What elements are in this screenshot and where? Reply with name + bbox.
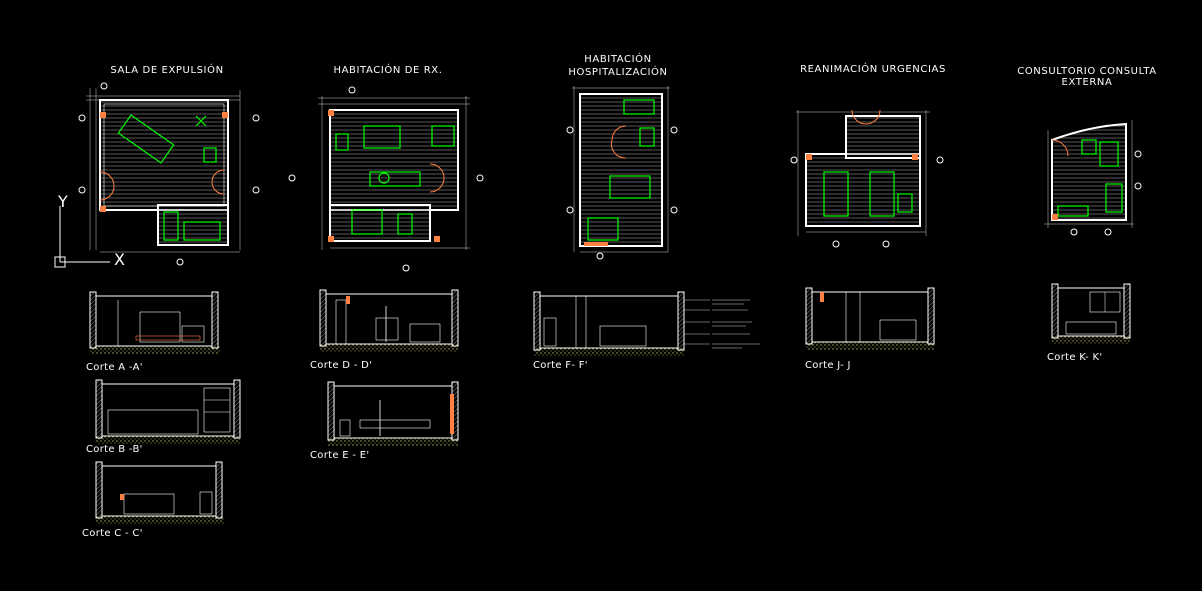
section-b-drawing (95, 379, 241, 444)
title-hospitalizacion-line2: HOSPITALIZACIÓN (568, 67, 668, 78)
title-hospitalizacion-line1: HABITACIÓN (584, 54, 652, 65)
title-habitacion-rx: HABITACIÓN DE RX. (333, 65, 443, 76)
label-corte-b: Corte B -B' (86, 444, 143, 455)
label-corte-j: Corte J- J (805, 360, 851, 371)
label-corte-c: Corte C - C' (82, 528, 143, 539)
label-corte-f: Corte F- F' (533, 360, 588, 371)
label-corte-a: Corte A -A' (86, 362, 143, 373)
label-corte-e: Corte E - E' (310, 450, 370, 461)
title-consultorio-line1: CONSULTORIO CONSULTA (1017, 66, 1157, 77)
title-consultorio-line2: EXTERNA (1061, 77, 1113, 88)
section-c-drawing (95, 461, 224, 524)
ucs-y-label: Y (58, 192, 69, 211)
section-j-drawing (805, 287, 935, 350)
ucs-icon (54, 206, 110, 268)
ucs-x-label: X (114, 250, 126, 269)
plan-reanimacion-urgencias (790, 109, 944, 248)
section-a-drawing (89, 291, 220, 354)
section-d-drawing (319, 289, 459, 352)
section-k-drawing (1051, 283, 1131, 344)
section-e-drawing (327, 381, 459, 446)
title-reanimacion-urgencias: REANIMACIÓN URGENCIAS (800, 64, 946, 75)
plan-consultorio (1044, 120, 1142, 236)
plan-hospitalizacion (566, 86, 678, 260)
title-sala-expulsion: SALA DE EXPULSIÓN (110, 65, 224, 76)
label-corte-d: Corte D - D' (310, 360, 373, 371)
label-corte-k: Corte K- K' (1047, 352, 1103, 363)
plan-habitacion-rx (288, 86, 484, 272)
plan-sala-expulsion (78, 82, 260, 266)
section-f-drawing (533, 291, 760, 356)
